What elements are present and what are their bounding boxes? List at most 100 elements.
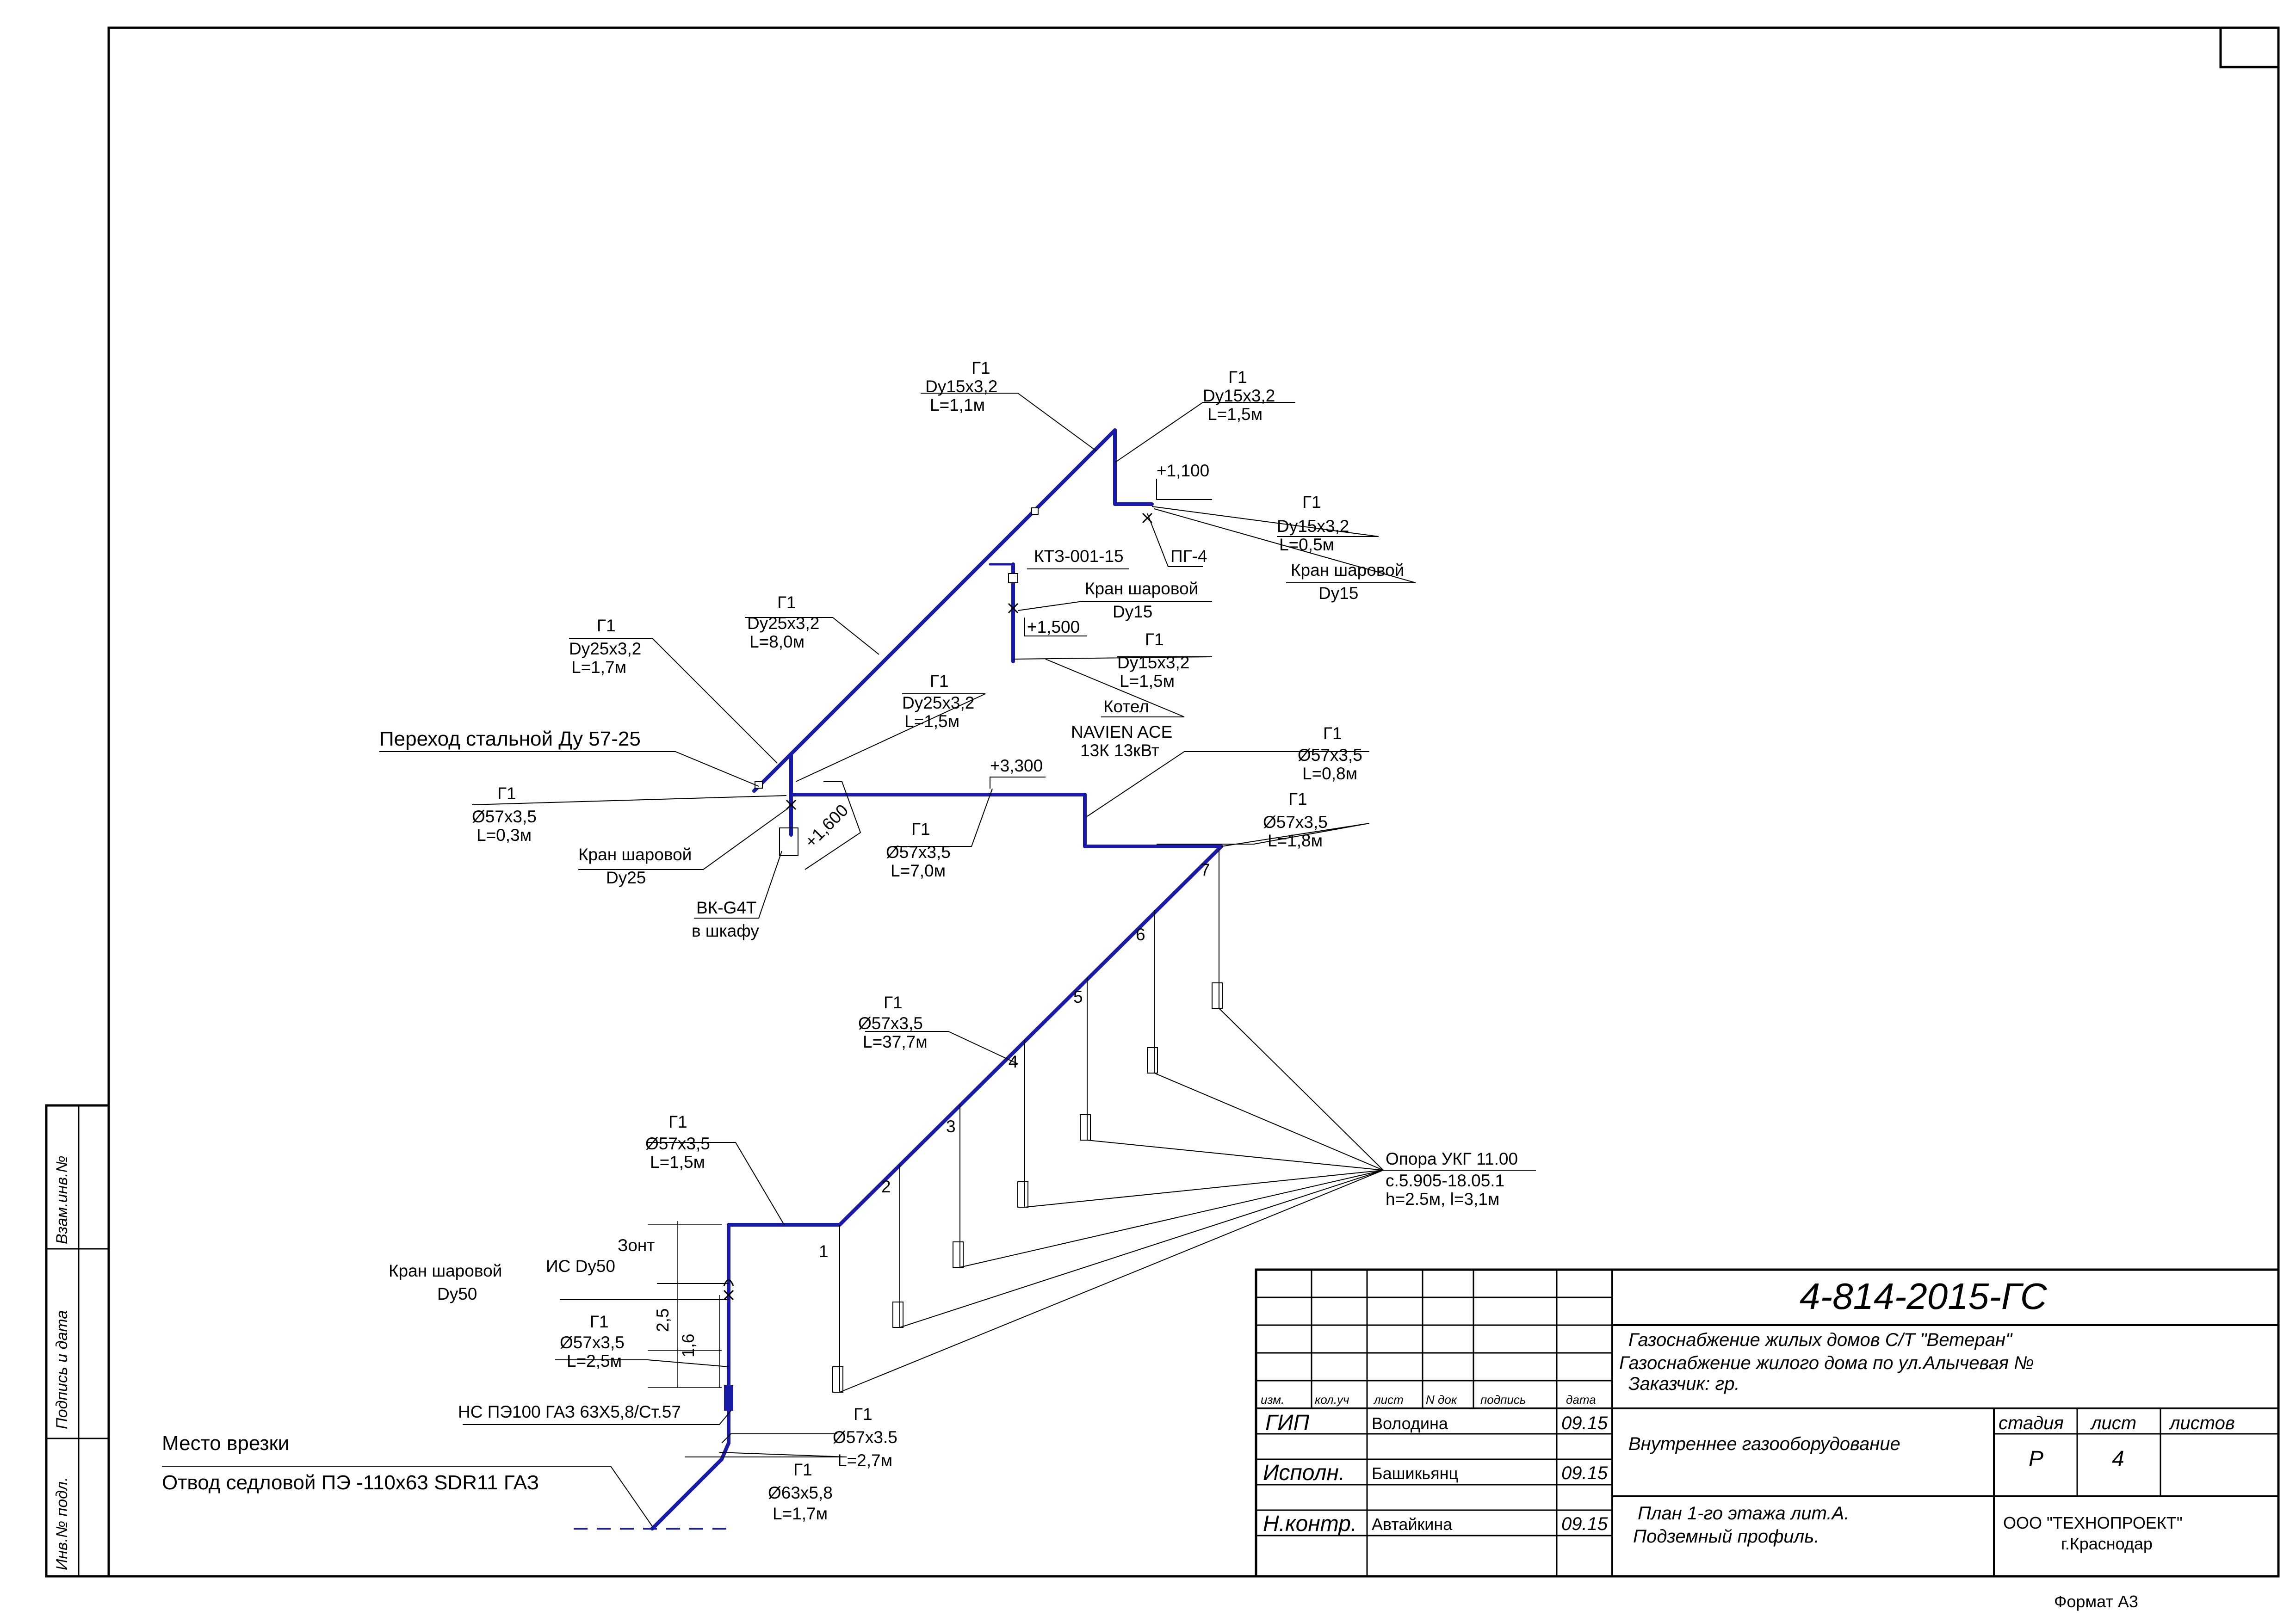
label-meter-1: ВК-G4T [696,898,757,917]
label-g1b-1: Г1 [1228,368,1247,387]
hdr-kol: кол.уч [1315,1393,1349,1407]
label-g1m-1: Г1 [668,1112,687,1131]
label-g1f-1: Г1 [597,616,616,635]
labels: Г1 Dy15x3,2 L=1,1м Г1 Dy15x3,2 L=1,5м +1… [162,358,1518,1523]
sheet-frame [107,26,2280,1578]
corner-box [2219,26,2280,68]
drawing-title-2: Подземный профиль. [1633,1526,1819,1547]
label-g1o-3: L=2,7м [837,1451,892,1470]
org-city: г.Краснодар [2061,1534,2153,1553]
label-g1l-2: Ø57x3,5 [858,1014,923,1033]
dim-2-5: 2,5 [653,1308,672,1332]
label-g1n-1: Г1 [590,1312,609,1331]
list-header: лист [2090,1413,2136,1433]
fitting-1 [1031,507,1039,515]
sheet-title: Внутреннее газооборудование [1628,1434,1900,1454]
date-ispoln: 09.15 [1561,1463,1608,1483]
label-valve15b-2: Dy15 [1113,602,1152,621]
side-label-inventory: Инв.№ подл. [53,1477,71,1570]
label-g1j-3: L=0,8м [1302,764,1357,783]
umbrella-icon [723,1279,734,1286]
label-g1a-1: Г1 [972,358,990,377]
label-tap-2: Отвод седловой ПЭ -110x63 SDR11 ГАЗ [162,1471,539,1494]
support-number-1: 1 [819,1242,829,1261]
label-ic: ИС Dy50 [546,1257,615,1276]
label-g1i-2: Ø57x3,5 [886,843,951,862]
label-tap-1: Место врезки [162,1432,289,1455]
label-mark-1500: +1,500 [1027,617,1080,636]
label-valve15a-1: Кран шаровой [1291,561,1404,580]
label-g1k-2: Ø57x3,5 [1263,813,1328,832]
label-valve15b-1: Кран шаровой [1085,579,1198,598]
insulating-joint [724,1385,733,1411]
dim-1-6: 1,6 [679,1334,698,1358]
support-number-3: 3 [946,1117,956,1136]
valve-symbol-4 [723,1290,734,1301]
label-g1e-3: L=8,0м [749,632,805,651]
drawing-title-1: План 1-го этажа лит.А. [1638,1503,1849,1524]
hdr-podp: подпись [1480,1393,1526,1407]
label-g1k-1: Г1 [1288,790,1307,808]
support-number-5: 5 [1073,987,1083,1006]
stage-header: стадия [1999,1413,2064,1433]
label-valve25-2: Dy25 [606,868,646,887]
label-valve25-1: Кран шаровой [578,845,692,864]
label-g1i-1: Г1 [911,820,930,839]
hdr-izm: изм. [1261,1393,1284,1407]
date-nkontr: 09.15 [1561,1514,1608,1534]
label-boiler-3: 13К 13кВт [1080,741,1159,760]
gas-meter [779,827,798,856]
side-stamp: Взам.инв.№ Подпись и дата Инв.№ подл. [45,1104,110,1578]
subject-2: Газоснабжение жилого дома по ул.Алычевая… [1619,1353,2034,1373]
label-g1f-3: L=1,7м [571,658,626,677]
side-label-replacement: Взам.инв.№ [53,1156,71,1244]
doc-code: 4-814-2015-ГС [1800,1276,2048,1317]
label-support-3: h=2.5м, l=3,1м [1386,1190,1499,1209]
label-g1a-3: L=1,1м [930,395,985,414]
label-g1l-3: L=37,7м [863,1032,928,1051]
label-meter-2: в шкафу [692,921,759,940]
label-kt3: КТЗ-001-15 [1034,547,1124,566]
label-g1d-2: Dy15x3,2 [1117,653,1189,672]
label-g1c-2: Dy15x3,2 [1277,517,1349,536]
fitting-3 [1008,573,1018,583]
label-g1l-1: Г1 [884,993,903,1012]
leaders [162,393,1416,1530]
stage-value: Р [2029,1447,2043,1471]
label-g1p-2: Ø63x5,8 [768,1483,833,1502]
listov-header: листов [2169,1413,2235,1433]
label-g1n-2: Ø57x3,5 [560,1333,625,1352]
customer: Заказчик: гр. [1628,1374,1740,1394]
support-number-4: 4 [1009,1052,1018,1071]
label-valve15a-2: Dy15 [1318,584,1358,603]
label-g1n-3: L=2,5м [567,1351,622,1370]
label-mark-3300: +3,300 [990,756,1043,775]
label-g1m-2: Ø57x3,5 [645,1134,710,1153]
label-mark-1100: +1,100 [1157,461,1209,480]
label-g1p-1: Г1 [793,1460,812,1479]
label-support-2: с.5.905-18.05.1 [1386,1171,1504,1190]
label-valve50-2: Dy50 [437,1284,477,1303]
hdr-ndok: N док [1426,1393,1458,1407]
label-g1g-2: Dy25x3,2 [902,693,974,712]
label-boiler-1: Котел [1103,697,1149,716]
pipe-underground-riser [650,845,1223,1530]
label-ns: НС ПЭ100 ГАЗ 63Х5,8/Ст.57 [458,1402,681,1421]
label-g1b-3: L=1,5м [1207,405,1262,424]
label-pg4: ПГ-4 [1170,547,1207,566]
label-g1h-1: Г1 [497,784,516,803]
name-nkontr: Автайкина [1372,1515,1453,1534]
format-label: Формат А3 [2054,1592,2138,1611]
name-ispoln: Башикьянц [1372,1464,1458,1483]
hdr-list: лист [1373,1393,1404,1407]
label-g1o-2: Ø57x3.5 [833,1428,897,1447]
support-number-6: 6 [1136,925,1145,944]
label-g1c-3: L=0,5м [1279,535,1334,554]
label-g1m-3: L=1,5м [650,1153,705,1172]
fittings [723,507,1153,1411]
label-transition: Переход стальной Ду 57-25 [379,728,641,750]
label-g1f-2: Dy25x3,2 [569,639,641,658]
label-support-1: Опора УКГ 11.00 [1386,1149,1518,1168]
label-g1e-2: Dy25x3,2 [747,614,819,633]
